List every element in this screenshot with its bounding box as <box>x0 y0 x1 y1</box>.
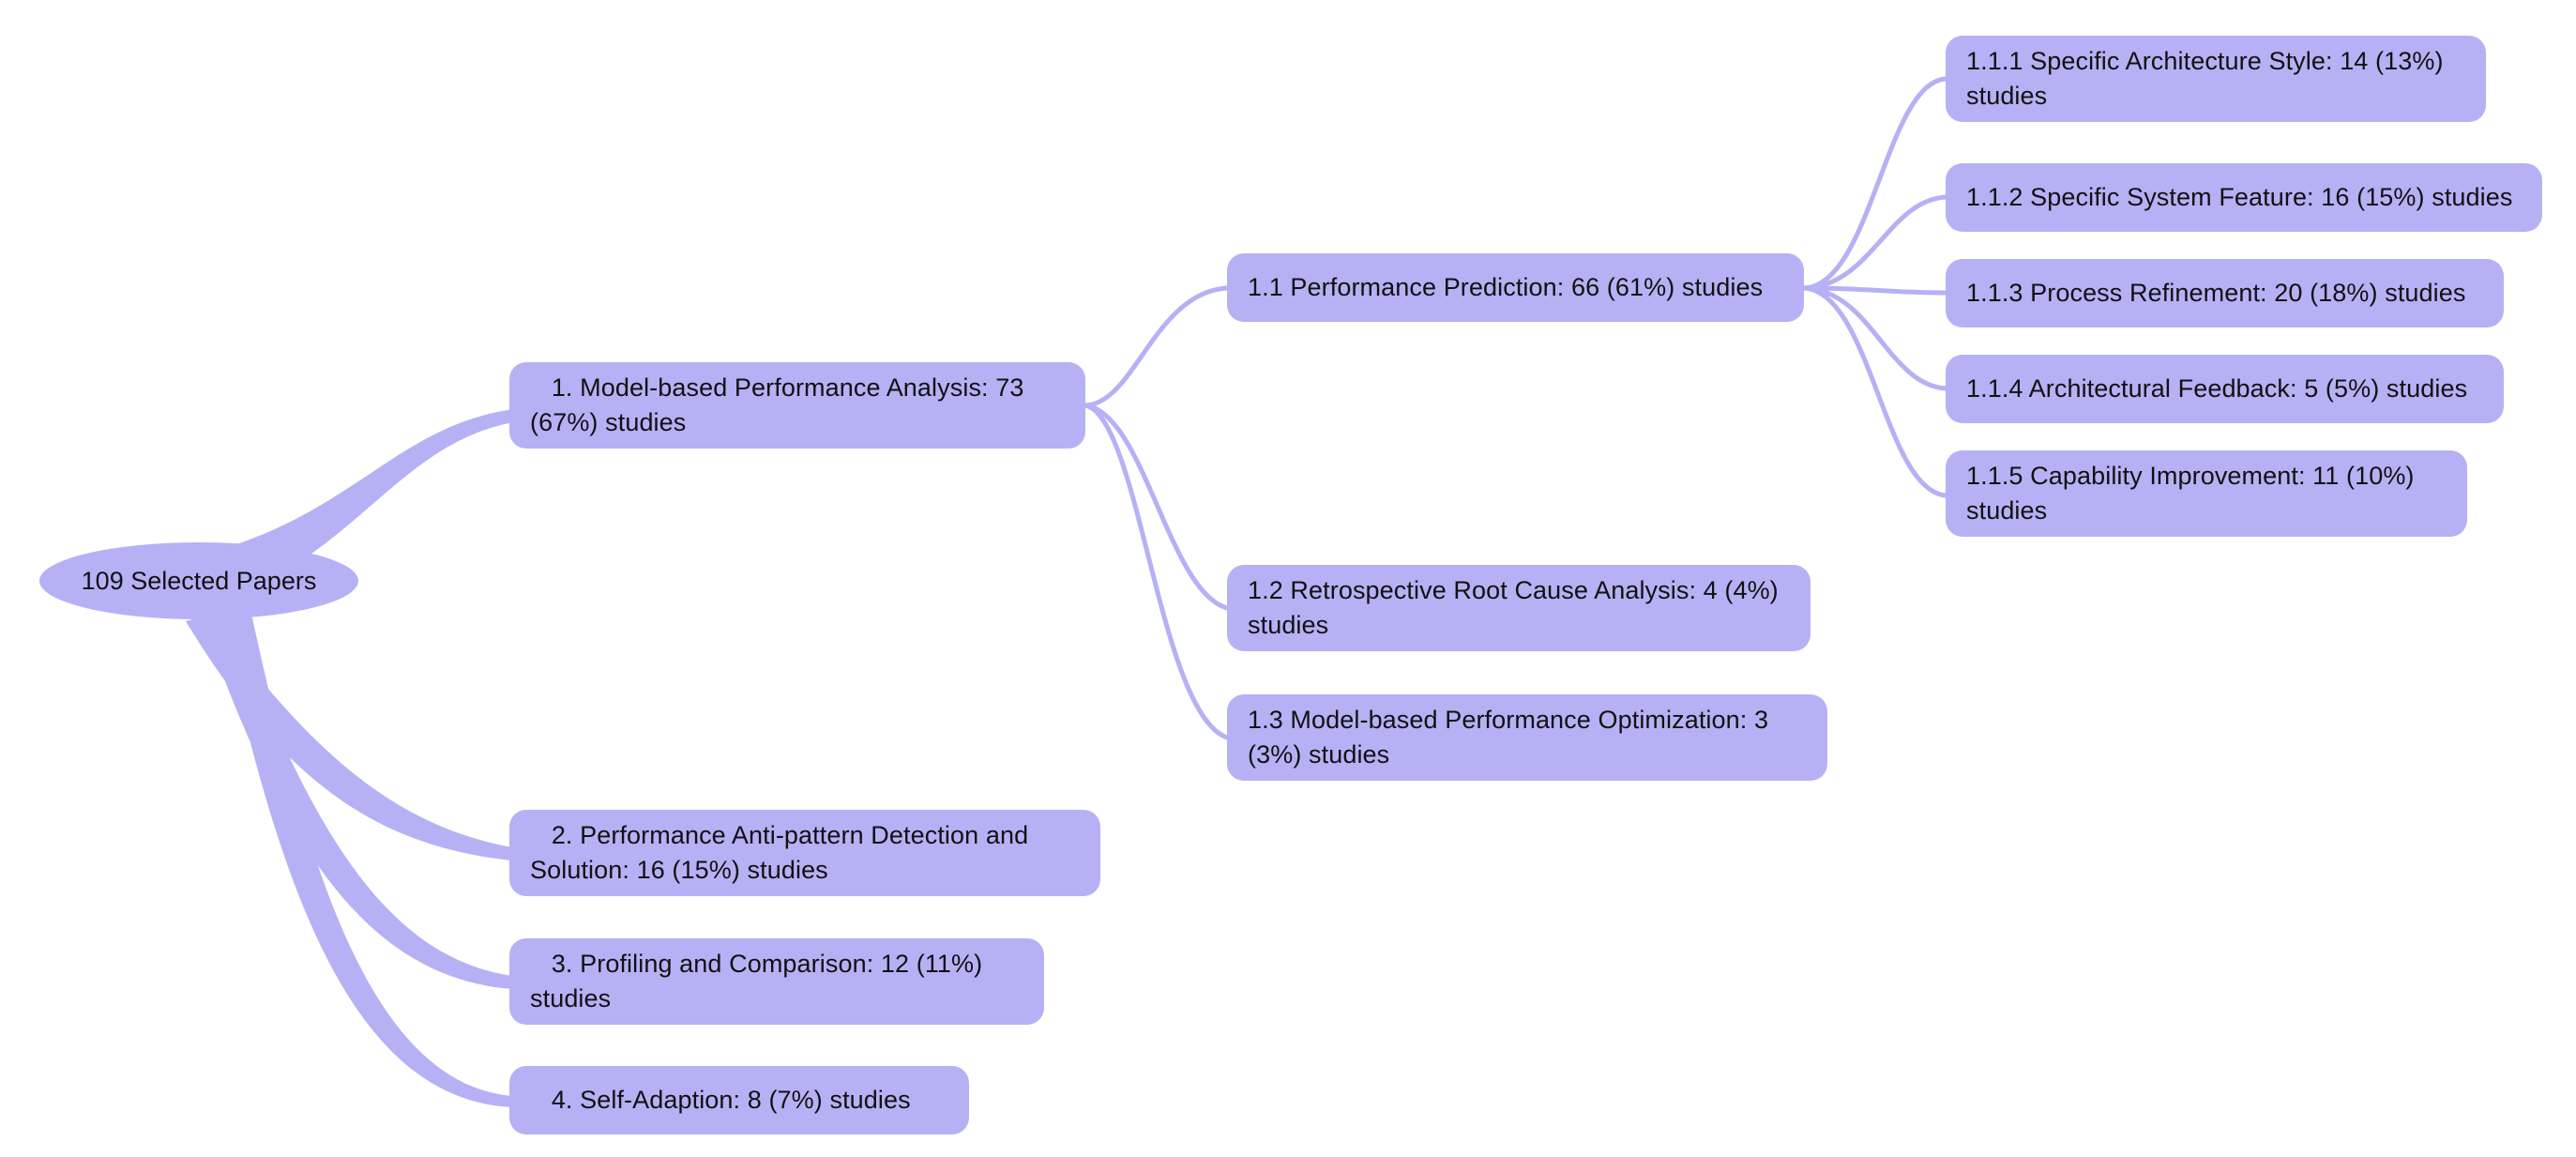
edge-n1-to-n1_2 <box>1083 403 1230 611</box>
node-1-1-3-label: 1.1.3 Process Refinement: 20 (18%) studi… <box>1966 279 2466 308</box>
edge-root-to-n4 <box>221 614 512 1107</box>
node-1-3-label: 1.3 Model-based Performance Optimization… <box>1248 706 1776 769</box>
node-4-label: 4. Self-Adaption: 8 (7%) studies <box>530 1086 911 1115</box>
mindmap-node-1-2[interactable]: 1.2 Retrospective Root Cause Analysis: 4… <box>1227 565 1811 651</box>
mindmap-node-1-3[interactable]: 1.3 Model-based Performance Optimization… <box>1227 694 1827 781</box>
node-1-1-1-label: 1.1.1 Specific Architecture Style: 14 (1… <box>1966 47 2451 110</box>
node-1-1-label: 1.1 Performance Prediction: 66 (61%) stu… <box>1248 273 1764 302</box>
mindmap-node-1-1-5[interactable]: 1.1.5 Capability Improvement: 11 (10%) s… <box>1946 450 2467 537</box>
edge-n1_1-to-n1_1_1 <box>1801 76 1948 291</box>
mindmap-node-1-1[interactable]: 1.1 Performance Prediction: 66 (61%) stu… <box>1227 253 1804 322</box>
mindmap-node-1-1-2[interactable]: 1.1.2 Specific System Feature: 16 (15%) … <box>1946 163 2542 232</box>
node-3-label: 3. Profiling and Comparison: 12 (11%) st… <box>530 950 990 1012</box>
edge-n1_1-to-n1_1_2 <box>1801 194 1948 291</box>
edge-n1_1-to-n1_1_4 <box>1801 285 1948 391</box>
mindmap-node-2[interactable]: 2. Performance Anti-pattern Detection an… <box>509 810 1100 896</box>
edge-n1_1-to-n1_1_5 <box>1801 285 1948 498</box>
mindmap-node-1-1-3[interactable]: 1.1.3 Process Refinement: 20 (18%) studi… <box>1946 259 2504 327</box>
edge-n1-to-n1_3 <box>1083 403 1230 740</box>
node-1-1-4-label: 1.1.4 Architectural Feedback: 5 (5%) stu… <box>1966 374 2468 403</box>
mindmap-node-1-1-1[interactable]: 1.1.1 Specific Architecture Style: 14 (1… <box>1946 36 2486 122</box>
mindmap-node-1[interactable]: 1. Model-based Performance Analysis: 73 … <box>509 362 1085 449</box>
node-2-label: 2. Performance Anti-pattern Detection an… <box>530 821 1036 884</box>
mindmap-node-3[interactable]: 3. Profiling and Comparison: 12 (11%) st… <box>509 938 1044 1025</box>
node-1-1-2-label: 1.1.2 Specific System Feature: 16 (15%) … <box>1966 183 2513 212</box>
edge-n1_1-to-n1_1_3 <box>1801 285 1948 296</box>
edge-root-to-n2 <box>186 615 512 860</box>
node-1-label: 1. Model-based Performance Analysis: 73 … <box>530 373 1032 436</box>
node-root-label: 109 Selected Papers <box>81 566 317 595</box>
mindmap-node-1-1-4[interactable]: 1.1.4 Architectural Feedback: 5 (5%) stu… <box>1946 355 2504 423</box>
node-1-2-label: 1.2 Retrospective Root Cause Analysis: 4… <box>1248 576 1786 639</box>
mindmap-node-root[interactable]: 109 Selected Papers <box>39 542 358 619</box>
edge-root-to-n3 <box>203 617 512 989</box>
mindmap-node-4[interactable]: 4. Self-Adaption: 8 (7%) studies <box>509 1066 969 1134</box>
node-1-1-5-label: 1.1.5 Capability Improvement: 11 (10%) s… <box>1966 462 2422 525</box>
edge-n1-to-n1_1 <box>1083 285 1230 408</box>
